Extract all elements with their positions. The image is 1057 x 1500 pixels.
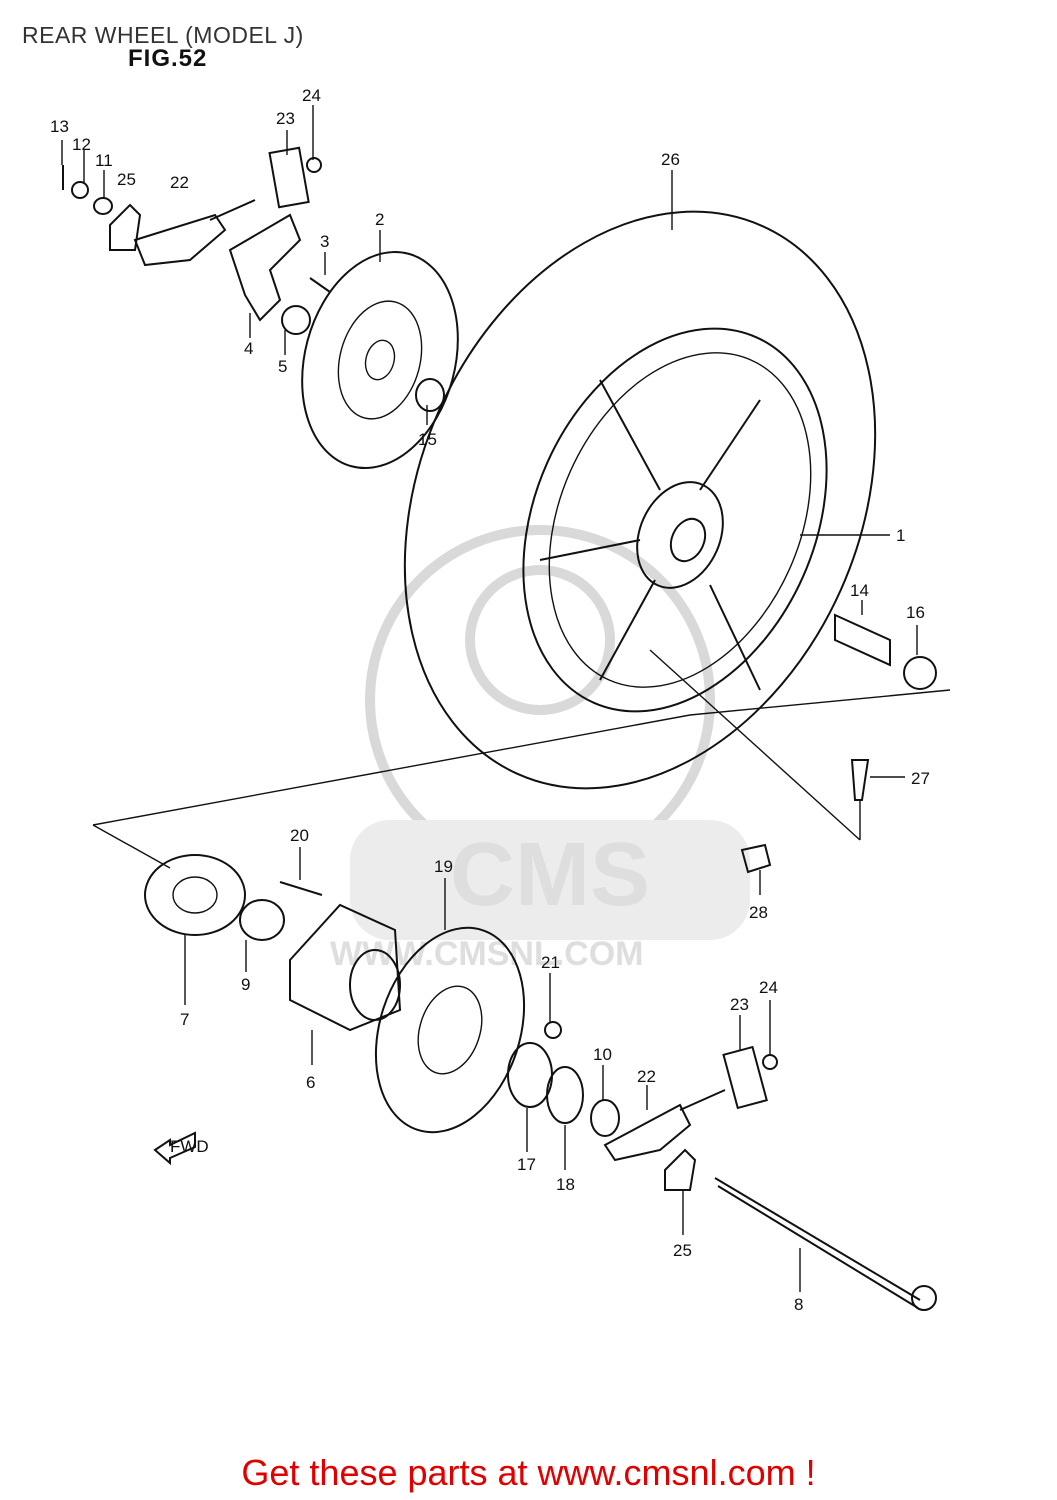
part-label-3: 3 (320, 232, 329, 251)
figure-number: FIG.52 (128, 45, 208, 72)
collar-15 (415, 378, 445, 412)
sprocket-carrier (289, 903, 402, 1032)
caliper-bracket (228, 213, 331, 335)
part-label-5: 5 (278, 357, 287, 376)
clip-28 (740, 843, 772, 874)
part-label-22-bottom: 22 (637, 1067, 656, 1086)
bearing-9 (239, 899, 285, 941)
bolt-20 (279, 881, 323, 896)
forward-arrow: FWD (153, 1131, 209, 1166)
part-label-16: 16 (906, 603, 925, 622)
part-label-9: 9 (241, 975, 250, 994)
watermark-url: WWW.CMSNL.COM (330, 935, 644, 973)
part-label-15: 15 (418, 430, 437, 449)
part-label-27: 27 (911, 769, 930, 788)
part-label-25-top: 25 (117, 170, 136, 189)
part-label-17: 17 (517, 1155, 536, 1174)
fwd-label: FWD (170, 1137, 209, 1156)
watermark-brand: CMS (450, 825, 650, 925)
part-label-4: 4 (244, 339, 253, 358)
part-number-labels: 1 2 3 4 5 6 7 8 9 10 11 12 13 14 15 16 1… (50, 86, 930, 1314)
part-label-10: 10 (593, 1045, 612, 1064)
part-label-23-bottom: 23 (730, 995, 749, 1014)
part-label-13: 13 (50, 117, 69, 136)
exploded-parts-diagram: CMS WWW.CMSNL.COM (50, 86, 951, 1314)
part-label-2: 2 (375, 210, 384, 229)
part-label-26: 26 (661, 150, 680, 169)
chain-adjuster-right (603, 1045, 778, 1191)
axle-spacer (834, 613, 937, 690)
part-label-24-top: 24 (302, 86, 321, 105)
rear-tyre (403, 210, 877, 790)
assembly-guide-lines (92, 649, 951, 869)
nut-21 (544, 1021, 562, 1039)
chain-adjuster-left (62, 165, 256, 267)
tyre-valve (850, 759, 870, 801)
rear-sprocket (374, 926, 526, 1134)
rear-wheel-rim (539, 379, 761, 691)
page-title: REAR WHEEL (MODEL J) (22, 22, 304, 48)
adjuster-plate-top (268, 146, 322, 209)
bearing-17 (507, 1042, 553, 1108)
part-label-1: 1 (896, 526, 905, 545)
leader-lines (61, 105, 918, 1292)
part-label-8: 8 (794, 1295, 803, 1314)
part-label-25-bottom: 25 (673, 1241, 692, 1260)
part-label-19: 19 (434, 857, 453, 876)
part-label-22-top: 22 (170, 173, 189, 192)
part-label-28: 28 (749, 903, 768, 922)
part-label-24-bottom: 24 (759, 978, 778, 997)
part-label-23-top: 23 (276, 109, 295, 128)
part-label-11: 11 (95, 151, 113, 170)
oil-seal-18 (546, 1066, 584, 1124)
part-label-12: 12 (72, 135, 91, 154)
part-label-21: 21 (541, 953, 560, 972)
part-label-7: 7 (180, 1010, 189, 1029)
brake-disc (301, 250, 459, 470)
rear-axle (714, 1177, 937, 1311)
footer-cta[interactable]: Get these parts at www.cmsnl.com ! (241, 1452, 816, 1493)
part-label-14: 14 (850, 581, 869, 600)
part-label-18: 18 (556, 1175, 575, 1194)
wheel-damper (144, 854, 246, 936)
watermark: CMS WWW.CMSNL.COM (330, 525, 750, 973)
part-label-20: 20 (290, 826, 309, 845)
collar-10 (590, 1099, 620, 1137)
part-label-6: 6 (306, 1073, 315, 1092)
